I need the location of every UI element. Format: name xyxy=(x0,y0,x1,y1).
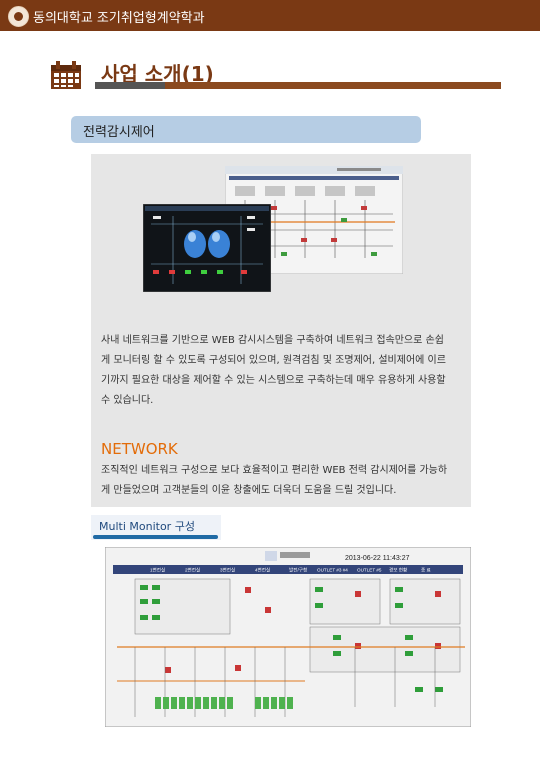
network-paragraph: 조직적인 네트워크 구성으로 보다 효율적이고 편리한 WEB 전력 감시제어를… xyxy=(101,461,469,501)
title-rule-dark xyxy=(95,82,165,89)
subsection-pill: 전력감시제어 xyxy=(71,116,421,143)
network-line: 조직적인 네트워크 구성으로 보다 효율적이고 편리한 WEB 전력 감시제어를… xyxy=(101,465,448,476)
intro-line: 수 있습니다. xyxy=(101,395,154,406)
intro-line: 게 모니터링 할 수 있도록 구성되어 있으며, 원격검침 및 조명제어, 설비… xyxy=(101,355,446,366)
university-logo xyxy=(8,6,29,27)
intro-line: 사내 네트워크를 기반으로 WEB 감시시스템을 구축하여 네트워크 접속만으로… xyxy=(101,335,444,346)
multi-monitor-underline xyxy=(93,535,218,539)
subsection-label: 전력감시제어 xyxy=(83,125,155,140)
intro-paragraph: 사내 네트워크를 기반으로 WEB 감시시스템을 구축하여 네트워크 접속만으로… xyxy=(101,331,469,411)
monitor-menu-item: 1변전실 xyxy=(150,567,165,573)
monitor-screenshot-front xyxy=(143,204,271,292)
network-line: 게 만들었으며 고객분들의 이윤 창출에도 더욱더 도움을 드릴 것입니다. xyxy=(101,485,397,496)
monitor-timestamp: 2013-06-22 11:43:27 xyxy=(345,555,410,562)
monitor-menu-item: 3변전실 xyxy=(220,567,235,573)
brand-title: 동의대학교 조기취업형계약학과 xyxy=(33,11,205,26)
top-header-bar: 동의대학교 조기취업형계약학과 xyxy=(0,0,540,31)
monitor-menu-item: 종 료 xyxy=(421,568,431,573)
monitor-menu-item: 2변전실 xyxy=(185,567,200,573)
monitor-menu-item: 경보 현황 xyxy=(389,567,408,573)
monitor-menu: 1변전실 2변전실 3변전실 4변전실 발전/구청 OUTLET #3 #4 O… xyxy=(150,567,431,574)
multi-monitor-screenshot: 2013-06-22 11:43:27 1변전실 2변전실 3변전실 4변전실 … xyxy=(105,547,471,727)
monitor-menu-item: 발전/구청 xyxy=(289,567,307,574)
monitor-menu-item: OUTLET #5 xyxy=(357,568,382,573)
monitor-menu-item: OUTLET #3 #4 xyxy=(317,568,348,573)
network-heading: NETWORK xyxy=(101,440,178,458)
monitor-menu-item: 4변전실 xyxy=(255,567,270,573)
multi-monitor-label: Multi Monitor 구성 xyxy=(99,520,195,533)
calendar-icon xyxy=(51,61,81,89)
intro-line: 기까지 필요한 대상을 제어할 수 있는 시스템으로 구축하는데 매우 유용하게… xyxy=(101,375,446,386)
title-rule-brown xyxy=(165,82,501,89)
